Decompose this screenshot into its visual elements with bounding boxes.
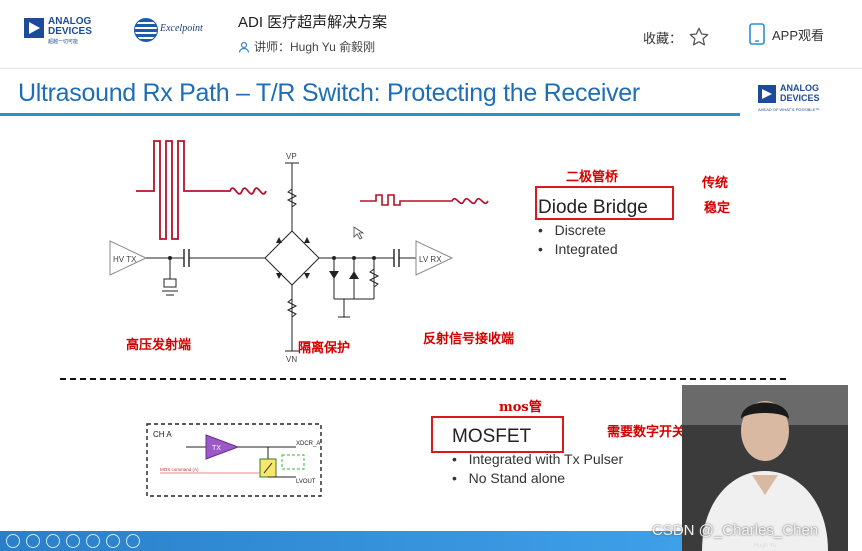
- app-watch-button[interactable]: APP观看: [748, 23, 824, 45]
- mini-mos-command-label: MOS command (A): [160, 467, 199, 472]
- clamped-waveform: [360, 194, 489, 206]
- mosfet-bullet-2: • No Stand alone: [452, 470, 566, 486]
- bullet-text: No Stand alone: [468, 470, 566, 486]
- next-icon[interactable]: [46, 534, 60, 548]
- adi-logo-mark-icon: [24, 18, 44, 38]
- slide-logo-line2: DEVICES: [780, 93, 820, 103]
- hv-tx-buffer: [109, 240, 148, 276]
- lecturer-info: 讲师：Hugh Yu 俞毅刚: [238, 38, 375, 55]
- title-divider: [0, 113, 740, 116]
- mosfet-mini-diagram: CH A TX MOS command (A) XDCR_A LVOUT: [146, 423, 322, 497]
- adi-logo: ANALOG DEVICES 超越一切可能: [24, 16, 106, 50]
- star-icon[interactable]: [688, 26, 710, 48]
- bullet-text: Discrete: [554, 222, 606, 238]
- hv-pulse-waveform: [136, 140, 267, 240]
- globe-icon: [134, 18, 158, 42]
- mosfet-bullet-1: • Integrated with Tx Pulser: [452, 451, 624, 467]
- pen-icon[interactable]: [66, 534, 80, 548]
- partner-name: Excelpoint: [160, 23, 203, 34]
- lecturer-video[interactable]: Hugh Yu: [682, 385, 848, 551]
- traditional-note: 传统: [702, 176, 729, 191]
- player-control-bar: [0, 531, 682, 551]
- app-watch-label: APP观看: [772, 27, 825, 43]
- rx-end-label: 反射信号接收端: [423, 332, 515, 347]
- hv-end-label: 高压发射端: [126, 338, 192, 353]
- lv-rx-label: LV RX: [419, 255, 442, 264]
- watermark: CSDN @_Charles_Chen: [652, 522, 819, 539]
- mosfet-heading: MOSFET: [452, 426, 532, 447]
- mosfet-highlight-box: [431, 416, 564, 453]
- adi-logo-line2: DEVICES: [48, 26, 92, 37]
- diode-bridge: [264, 230, 320, 286]
- bullet-text: Integrated: [554, 241, 618, 257]
- adi-logo-mark-icon: [758, 85, 776, 103]
- diode-bridge-cn-annotation: 二极管桥: [566, 170, 619, 185]
- adi-logo-line1: ANALOG: [48, 16, 92, 27]
- adi-logo-tagline: 超越一切可能: [48, 39, 79, 45]
- more-icon[interactable]: [126, 534, 140, 548]
- isolation-label: 隔离保护: [298, 341, 351, 356]
- mosfet-cn-annotation: mos管: [499, 400, 542, 415]
- course-title: ADI 医疗超声解决方案: [238, 14, 388, 31]
- stable-note: 稳定: [704, 201, 731, 216]
- play-icon[interactable]: [6, 534, 20, 548]
- transducer-symbol: [163, 278, 177, 288]
- slide-logo-line1: ANALOG: [780, 83, 819, 93]
- mini-lvout-label: LVOUT: [296, 479, 316, 485]
- prev-icon[interactable]: [26, 534, 40, 548]
- favorite-label: 收藏：: [643, 30, 683, 46]
- mini-xdcr-label: XDCR_A: [296, 441, 320, 447]
- user-icon: [238, 41, 250, 53]
- mouse-cursor-icon: [353, 226, 365, 240]
- lv-rx-buffer: [415, 240, 454, 276]
- lecturer-text: 讲师：Hugh Yu 俞毅刚: [254, 40, 376, 54]
- top-header: ANALOG DEVICES 超越一切可能 Excelpoint ADI 医疗超…: [0, 0, 862, 69]
- vn-label: VN: [286, 355, 297, 364]
- digital-switch-note: 需要数字开关: [607, 425, 686, 440]
- hv-tx-label: HV TX: [113, 255, 137, 264]
- vp-label: VP: [286, 152, 297, 161]
- section-divider: [60, 378, 786, 380]
- grid-icon[interactable]: [106, 534, 120, 548]
- favorite-button[interactable]: 收藏：: [643, 26, 710, 48]
- slide-logo-tagline: AHEAD OF WHAT'S POSSIBLE™: [758, 107, 820, 112]
- bullet-text: Integrated with Tx Pulser: [468, 451, 624, 467]
- slide-title: Ultrasound Rx Path – T/R Switch: Protect…: [18, 79, 640, 107]
- tr-switch-circuit-diagram: HV TX VP VN: [109, 140, 489, 364]
- diode-bridge-bullet-2: • Integrated: [538, 241, 618, 257]
- mini-tx-buffer: [205, 434, 240, 460]
- lecturer-video-frame: [682, 385, 848, 551]
- diode-bridge-bullet-1: • Discrete: [538, 222, 606, 238]
- diode-bridge-highlight-box: [535, 186, 674, 220]
- zoom-icon[interactable]: [86, 534, 100, 548]
- video-caption: Hugh Yu: [753, 543, 777, 549]
- mini-ch-label: CH A: [153, 430, 172, 439]
- diode-bridge-heading: Diode Bridge: [538, 197, 648, 218]
- mini-tx-label: TX: [212, 445, 221, 452]
- phone-icon: [749, 23, 765, 45]
